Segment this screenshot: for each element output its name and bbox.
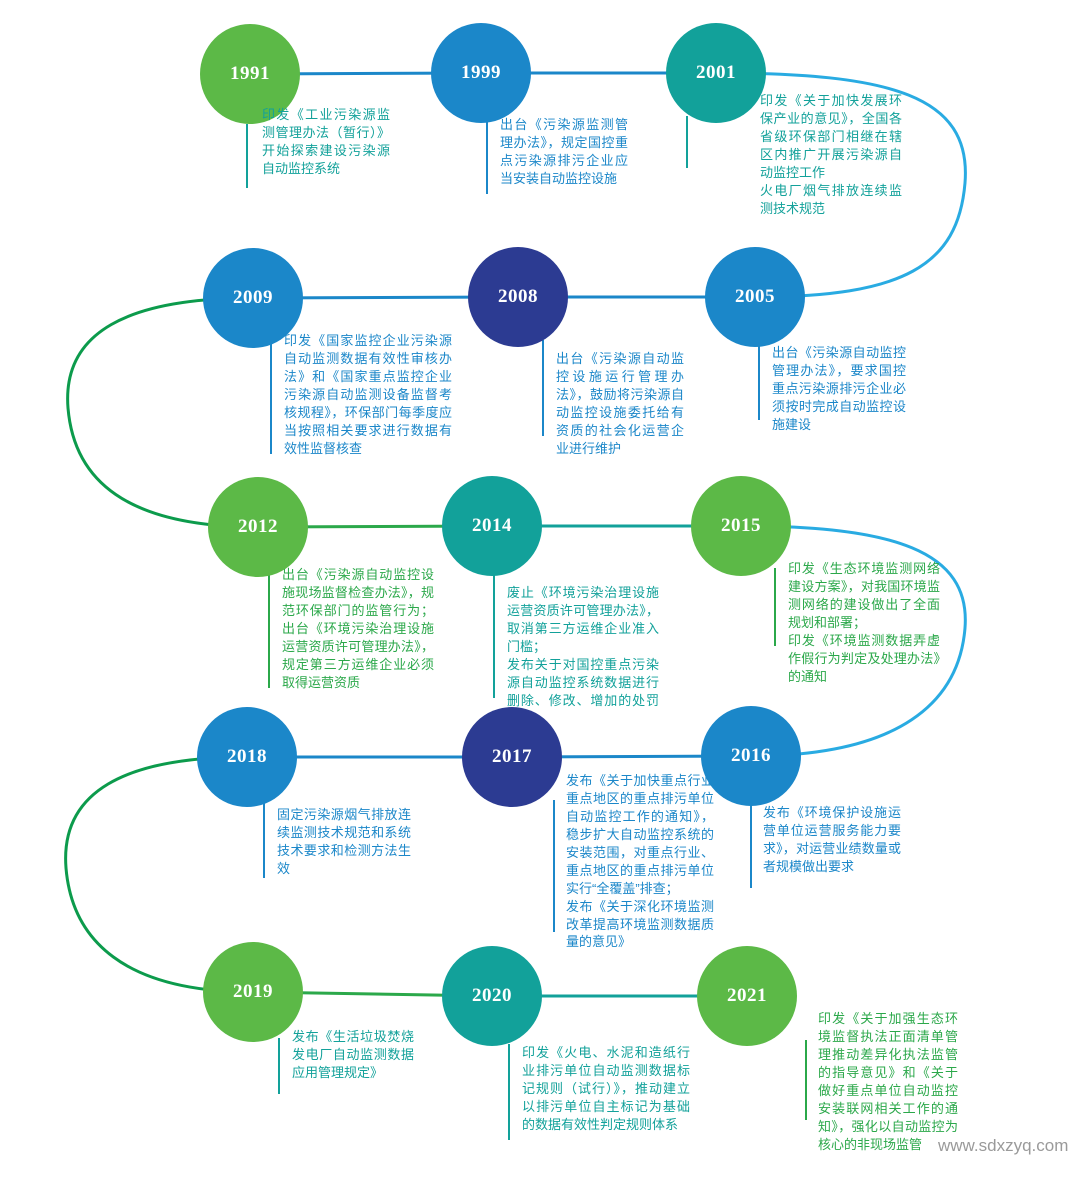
timeline-node-2012: 2012 — [208, 477, 308, 577]
year-label-1999: 1999 — [461, 62, 501, 83]
year-label-2015: 2015 — [721, 515, 761, 536]
description-1999: 出台《污染源监测管理办法》，规定国控重点污染源排污企业应当安装自动监控设施 — [500, 117, 628, 186]
connector-2008 — [542, 340, 544, 436]
curve-2018-2019 — [64, 755, 254, 994]
year-label-2021: 2021 — [727, 985, 767, 1006]
description-2008: 出台《污染源自动监控设施运行管理办法》，鼓励将污染源自动监控设施委托给有资质的社… — [556, 351, 684, 456]
timeline-node-2001: 2001 — [666, 23, 766, 123]
timeline-node-2021: 2021 — [697, 946, 797, 1046]
connector-2018 — [263, 802, 265, 878]
description-2005: 出台《污染源自动监控管理办法》，要求国控重点污染源排污企业必须按时完成自动监控设… — [772, 345, 906, 432]
connector-2019 — [278, 1038, 280, 1094]
connector-2005 — [758, 340, 760, 420]
description-2009: 印发《国家监控企业污染源自动监测数据有效性审核办法》和《国家重点监控企业污染源自… — [284, 333, 452, 456]
timeline-node-2005: 2005 — [705, 247, 805, 347]
description-1991: 印发《工业污染源监测管理办法（暂行）》开始探索建设污染源自动监控系统 — [262, 107, 390, 176]
connector-2001 — [686, 116, 688, 168]
description-2017: 发布《关于加快重点行业重点地区的重点排污单位自动监控工作的通知》，稳步扩大自动监… — [566, 773, 714, 950]
description-2021: 印发《关于加强生态环境监督执法正面清单管理推动差异化执法监管的指导意见》和《关于… — [818, 1011, 958, 1152]
timeline-node-2019: 2019 — [203, 942, 303, 1042]
description-2020: 印发《火电、水泥和造纸行业排污单位自动监测数据标记规则（试行）》，推动建立以排污… — [522, 1045, 690, 1132]
year-label-2008: 2008 — [498, 286, 538, 307]
timeline-node-2014: 2014 — [442, 476, 542, 576]
year-label-2001: 2001 — [696, 62, 736, 83]
year-label-2019: 2019 — [233, 981, 273, 1002]
timeline-node-2017: 2017 — [462, 707, 562, 807]
timeline-node-1991: 1991 — [200, 24, 300, 124]
year-label-2018: 2018 — [227, 746, 267, 767]
connector-2014 — [493, 574, 495, 698]
description-2001: 印发《关于加快发展环保产业的意见》，全国各省级环保部门相继在辖区内推广开展污染源… — [760, 93, 902, 216]
year-label-2009: 2009 — [233, 287, 273, 308]
connector-2009 — [270, 342, 272, 454]
timeline-node-2020: 2020 — [442, 946, 542, 1046]
timeline-node-1999: 1999 — [431, 23, 531, 123]
connector-2021 — [805, 1040, 807, 1120]
connector-2016 — [750, 800, 752, 888]
connector-2012 — [268, 570, 270, 688]
connector-1999 — [486, 122, 488, 194]
description-2015: 印发《生态环境监测网络建设方案》，对我国环境监测网络的建设做出了全面规划和部署；… — [788, 561, 940, 684]
curve-2015-2016 — [740, 524, 967, 758]
timeline-node-2009: 2009 — [203, 248, 303, 348]
connector-2020 — [508, 1044, 510, 1140]
year-label-2014: 2014 — [472, 515, 512, 536]
year-label-2020: 2020 — [472, 985, 512, 1006]
connector-1991 — [246, 124, 248, 188]
timeline-node-2018: 2018 — [197, 707, 297, 807]
timeline-node-2016: 2016 — [701, 706, 801, 806]
description-2019: 发布《生活垃圾焚烧发电厂自动监测数据应用管理规定》 — [292, 1029, 414, 1080]
year-label-2012: 2012 — [238, 516, 278, 537]
description-2018: 固定污染源烟气排放连续监测技术规范和系统技术要求和检测方法生效 — [277, 807, 411, 876]
connector-2015 — [774, 568, 776, 646]
description-2014: 废止《环境污染治理设施运营资质许可管理办法》，取消第三方运维企业准入门槛； 发布… — [507, 585, 659, 726]
year-label-2017: 2017 — [492, 746, 532, 767]
watermark-text: www.sdxzyq.com — [938, 1136, 1069, 1155]
curve-2009-2012 — [66, 296, 259, 529]
curve-2001-2005 — [715, 71, 967, 299]
connector-2017 — [553, 800, 555, 932]
timeline-node-2008: 2008 — [468, 247, 568, 347]
year-label-2005: 2005 — [735, 286, 775, 307]
year-label-2016: 2016 — [731, 745, 771, 766]
timeline-node-2015: 2015 — [691, 476, 791, 576]
description-2016: 发布《环境保护设施运营单位运营服务能力要求》，对运营业绩数量或者规模做出要求 — [763, 805, 901, 874]
description-2012: 出台《污染源自动监控设施现场监督检查办法》，规范环保部门的监管行为；出台《环境污… — [282, 567, 434, 690]
year-label-1991: 1991 — [230, 63, 270, 84]
